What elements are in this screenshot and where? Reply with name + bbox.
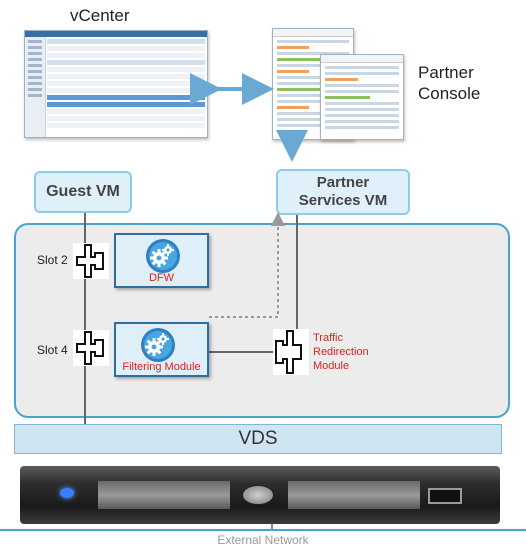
traffic-redirection-label: Traffic Redirection Module bbox=[313, 331, 369, 373]
partner-vm-line2: Services VM bbox=[298, 192, 388, 209]
vcenter-screenshot bbox=[24, 30, 208, 138]
filtering-module: Filtering Module bbox=[114, 322, 209, 377]
external-network-label: External Network bbox=[217, 533, 309, 547]
filtering-module-label: Filtering Module bbox=[122, 361, 201, 373]
partner-console-screenshot-front bbox=[320, 54, 404, 140]
drive-bay-left bbox=[98, 481, 230, 509]
gear-icon bbox=[146, 239, 180, 273]
slot-2-tap-icon bbox=[73, 243, 109, 279]
vcenter-title: vCenter bbox=[70, 6, 130, 25]
dfw-label: DFW bbox=[148, 272, 175, 284]
gear-icon bbox=[141, 328, 175, 362]
guest-vm-box: Guest VM bbox=[34, 171, 132, 213]
dfw-module: DFW bbox=[114, 233, 209, 288]
traffic-redirection-icon bbox=[273, 329, 309, 375]
usb-port-icon bbox=[428, 488, 462, 504]
power-led-icon bbox=[60, 488, 74, 498]
slot-4-label: Slot 4 bbox=[37, 343, 68, 357]
partner-console-line2: Console bbox=[418, 84, 481, 103]
drive-button-icon bbox=[242, 485, 274, 505]
redirection-line3: Module bbox=[313, 360, 350, 372]
slot-4-tap-icon bbox=[73, 330, 109, 366]
drive-bay-right bbox=[288, 481, 420, 509]
partner-console-line1: Partner bbox=[418, 63, 474, 82]
partner-services-vm-box: Partner Services VM bbox=[276, 169, 410, 215]
redirection-line2: Redirection bbox=[313, 346, 369, 358]
vds-bar: VDS bbox=[14, 424, 502, 454]
slot-2-label: Slot 2 bbox=[37, 253, 68, 267]
redirection-line1: Traffic bbox=[313, 332, 343, 344]
partner-vm-line1: Partner bbox=[316, 174, 370, 191]
server-hardware bbox=[20, 466, 500, 524]
partner-console-title: Partner Console bbox=[418, 62, 480, 104]
